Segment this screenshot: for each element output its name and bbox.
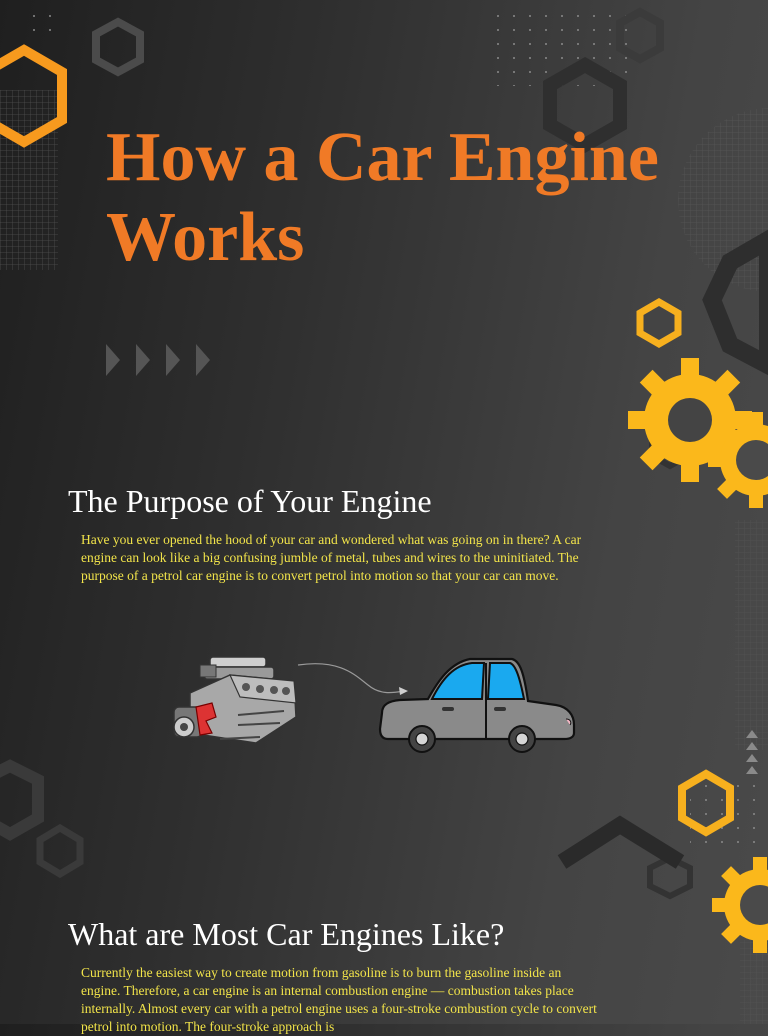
- section-body-purpose: Have you ever opened the hood of your ca…: [81, 532, 582, 583]
- chevron-right-icon: [106, 344, 120, 376]
- section-body-engines-like: Currently the easiest way to create moti…: [81, 965, 597, 1034]
- hexagon-outline-icon: [0, 759, 44, 841]
- engine-to-car-illustration: [173, 656, 576, 753]
- gear-icon: [628, 358, 752, 482]
- hexagon-outline-icon: [636, 297, 682, 349]
- page-title: How a Car Engine Works: [106, 119, 659, 276]
- chevron-right-icon: [136, 344, 150, 376]
- triangle-up-icons: [746, 730, 758, 774]
- hexagon-outline-icon: [678, 769, 734, 837]
- car-illustration: [378, 657, 576, 753]
- hexagon-outline-icon: [92, 17, 144, 77]
- gear-icon: [712, 857, 768, 953]
- grid-pattern-right-mid: [735, 520, 768, 750]
- grid-pattern-right-bottom: [740, 940, 768, 1024]
- chevron-shape: [557, 815, 685, 869]
- hexagon-outline-icon: [616, 7, 664, 64]
- chevron-right-icon: [196, 344, 210, 376]
- chevron-right-icons: [106, 344, 210, 376]
- hexagon-outline-icon: [543, 56, 627, 154]
- hexagon-outline-icon: [0, 44, 67, 148]
- triangle-up-icon: [746, 742, 758, 750]
- hexagon-outline-icon: [702, 229, 768, 376]
- triangle-up-icon: [746, 730, 758, 738]
- chevron-right-icon: [166, 344, 180, 376]
- grid-pattern-left: [0, 90, 58, 270]
- hexagon-outline-icon: [647, 854, 693, 900]
- section-heading-purpose: The Purpose of Your Engine: [68, 483, 432, 519]
- section-heading-engines-like: What are Most Car Engines Like?: [68, 916, 505, 952]
- dot-grid-top-left: [20, 6, 60, 36]
- gear-icon: [708, 412, 768, 508]
- triangle-up-icon: [746, 766, 758, 774]
- curved-arrow-icon: [297, 663, 405, 694]
- arrowhead: [399, 687, 408, 695]
- triangle-up-icon: [746, 754, 758, 762]
- engine-illustration: [173, 656, 297, 744]
- hexagon-outline-icon: [36, 823, 84, 879]
